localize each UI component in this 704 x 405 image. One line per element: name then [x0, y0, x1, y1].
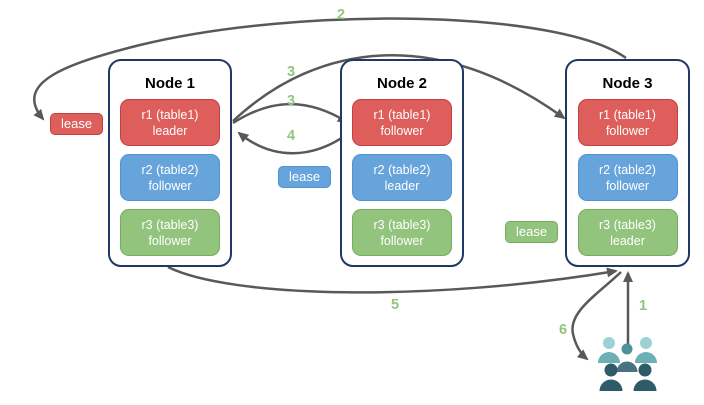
step-label-5: 5	[390, 297, 400, 313]
replica-role: follower	[605, 178, 650, 193]
replica-role: follower	[605, 123, 650, 138]
node-3-replica-r1: r1 (table1) follower	[577, 99, 678, 146]
node-1-replica-r1: r1 (table1) leader	[120, 99, 220, 146]
replica-role: follower	[148, 178, 192, 193]
node-3-replicas: r1 (table1) follower r2 (table2) followe…	[577, 99, 678, 256]
lease-badge-r3: lease	[505, 221, 559, 243]
replica-name: r1 (table1)	[599, 107, 656, 122]
node-2-title: Node 2	[376, 75, 427, 92]
node-1-replicas: r1 (table1) leader r2 (table2) follower …	[120, 99, 220, 256]
replica-name: r2 (table2)	[141, 162, 199, 177]
node-1: Node 1 r1 (table1) leader r2 (table2) fo…	[108, 59, 232, 267]
replica-role: follower	[380, 233, 424, 248]
node-2-replicas: r1 (table1) follower r2 (table2) leader …	[352, 99, 452, 256]
step-label-4: 4	[286, 128, 296, 144]
node-3-replica-r2: r2 (table2) follower	[577, 154, 678, 201]
node-2-replica-r1: r1 (table1) follower	[352, 99, 452, 146]
step-label-2: 2	[336, 7, 346, 23]
node-1-replica-r2: r2 (table2) follower	[120, 154, 220, 201]
lease-badge-r2: lease	[278, 166, 332, 188]
node-2-replica-r3: r3 (table3) follower	[352, 209, 452, 256]
arrow-step-2	[33, 17, 627, 121]
arrow-step-6	[571, 271, 622, 361]
replica-role: follower	[380, 123, 424, 138]
arrow-step-4	[237, 131, 350, 155]
node-3-replica-r3: r3 (table3) leader	[577, 209, 678, 256]
arrow-step-3-to-node3	[232, 54, 566, 122]
node-1-replica-r3: r3 (table3) follower	[120, 209, 220, 256]
arrow-step-5	[167, 265, 618, 294]
replica-name: r1 (table1)	[141, 107, 199, 122]
replica-name: r2 (table2)	[599, 162, 656, 177]
step-label-6: 6	[558, 322, 568, 338]
step-label-3b: 3	[286, 93, 296, 109]
node-2: Node 2 r1 (table1) follower r2 (table2) …	[340, 59, 464, 267]
replica-name: r1 (table1)	[373, 107, 431, 122]
replica-role: follower	[148, 233, 192, 248]
replica-name: r3 (table3)	[373, 217, 431, 232]
arrow-step-3-to-node2	[232, 102, 349, 125]
node-1-title: Node 1	[144, 75, 195, 92]
replica-name: r2 (table2)	[373, 162, 431, 177]
replica-role: leader	[152, 123, 188, 138]
replica-name: r3 (table3)	[141, 217, 199, 232]
step-label-3a: 3	[286, 64, 296, 80]
step-label-1: 1	[638, 298, 648, 314]
replica-role: leader	[610, 233, 645, 248]
lease-badge-r1: lease	[50, 113, 104, 135]
node-2-replica-r2: r2 (table2) leader	[352, 154, 452, 201]
users-group-icon	[598, 337, 657, 391]
replica-name: r3 (table3)	[599, 217, 656, 232]
node-3: Node 3 r1 (table1) follower r2 (table2) …	[565, 59, 690, 267]
node-3-title: Node 3	[602, 75, 653, 92]
replica-role: leader	[384, 178, 420, 193]
